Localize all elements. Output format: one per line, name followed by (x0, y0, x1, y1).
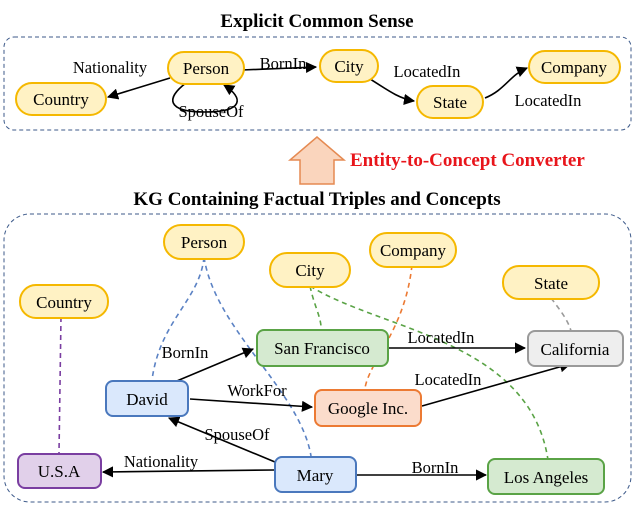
kg-entity-usa: U.S.A (17, 453, 102, 489)
kg-concept-person: Person (163, 224, 245, 260)
kg-edge-spouseof (167, 416, 276, 463)
svg-text:State: State (534, 274, 568, 293)
cs-node-state: State (416, 85, 484, 119)
kg-edge-workfor (189, 398, 314, 412)
svg-text:Mary: Mary (297, 466, 334, 485)
svg-text:David: David (126, 390, 168, 409)
svg-text:Company: Company (541, 58, 608, 77)
concept-link-company-google (364, 264, 413, 389)
svg-text:City: City (295, 261, 325, 280)
kg-label-bornin-2: BornIn (412, 458, 459, 477)
svg-text:U.S.A: U.S.A (38, 462, 81, 481)
concept-link-state-california (550, 297, 572, 332)
svg-text:Person: Person (181, 233, 228, 252)
svg-text:Country: Country (36, 293, 92, 312)
kg-entity-los-angeles: Los Angeles (487, 458, 605, 495)
kg-label-bornin-1: BornIn (162, 343, 209, 362)
svg-text:Google Inc.: Google Inc. (328, 399, 408, 418)
kg-entity-david: David (105, 380, 189, 417)
svg-text:Company: Company (380, 241, 447, 260)
cs-label-spouseof: SpouseOf (178, 102, 244, 121)
svg-text:San Francisco: San Francisco (274, 339, 370, 358)
svg-text:Country: Country (33, 90, 89, 109)
svg-text:State: State (433, 93, 467, 112)
concept-link-person-mary (203, 256, 312, 457)
common-sense-frame (3, 36, 632, 131)
converter-arrow-icon (287, 136, 347, 185)
svg-text:City: City (334, 57, 364, 76)
kg-concept-state: State (502, 265, 600, 300)
kg-label-nationality: Nationality (124, 452, 199, 471)
converter-label: Entity-to-Concept Converter (350, 150, 585, 171)
concept-link-city-sf (309, 285, 322, 327)
svg-text:Los Angeles: Los Angeles (504, 468, 589, 487)
kg-entity-google: Google Inc. (314, 389, 422, 427)
kg-label-locatedin-2: LocatedIn (415, 370, 482, 389)
cs-label-bornin: BornIn (260, 54, 307, 73)
cs-node-city: City (319, 49, 379, 83)
concept-link-city-la (309, 285, 549, 461)
cs-edge-bornin (241, 61, 318, 74)
kg-label-spouseof: SpouseOf (204, 425, 270, 444)
kg-frame (3, 213, 632, 503)
svg-text:California: California (541, 340, 610, 359)
kg-entity-san-francisco: San Francisco (256, 329, 389, 367)
kg-edge-locatedin-2 (421, 361, 572, 407)
cs-edge-nationality (106, 77, 171, 100)
cs-label-locatedin-2: LocatedIn (515, 91, 582, 110)
kg-edge-nationality (101, 466, 275, 478)
kg-title: KG Containing Factual Triples and Concep… (133, 189, 500, 210)
cs-node-company: Company (528, 50, 621, 84)
kg-label-workfor: WorkFor (227, 381, 287, 400)
cs-edge-spouseof (172, 82, 238, 113)
cs-label-locatedin-1: LocatedIn (394, 62, 461, 81)
cs-edge-locatedin-2 (484, 66, 529, 99)
cs-node-person: Person (167, 51, 245, 85)
kg-label-locatedin-1: LocatedIn (408, 328, 475, 347)
kg-entity-california: California (527, 330, 624, 367)
common-sense-title: Explicit Common Sense (220, 11, 413, 32)
cs-node-country: Country (15, 82, 107, 116)
cs-label-nationality: Nationality (73, 58, 148, 77)
kg-edge-bornin-1 (171, 347, 255, 384)
svg-text:Person: Person (183, 59, 230, 78)
concept-link-country-usa (58, 316, 62, 454)
kg-concept-city: City (269, 252, 351, 288)
kg-concept-company: Company (369, 232, 457, 268)
kg-concept-country: Country (19, 284, 109, 319)
kg-entity-mary: Mary (274, 456, 357, 493)
